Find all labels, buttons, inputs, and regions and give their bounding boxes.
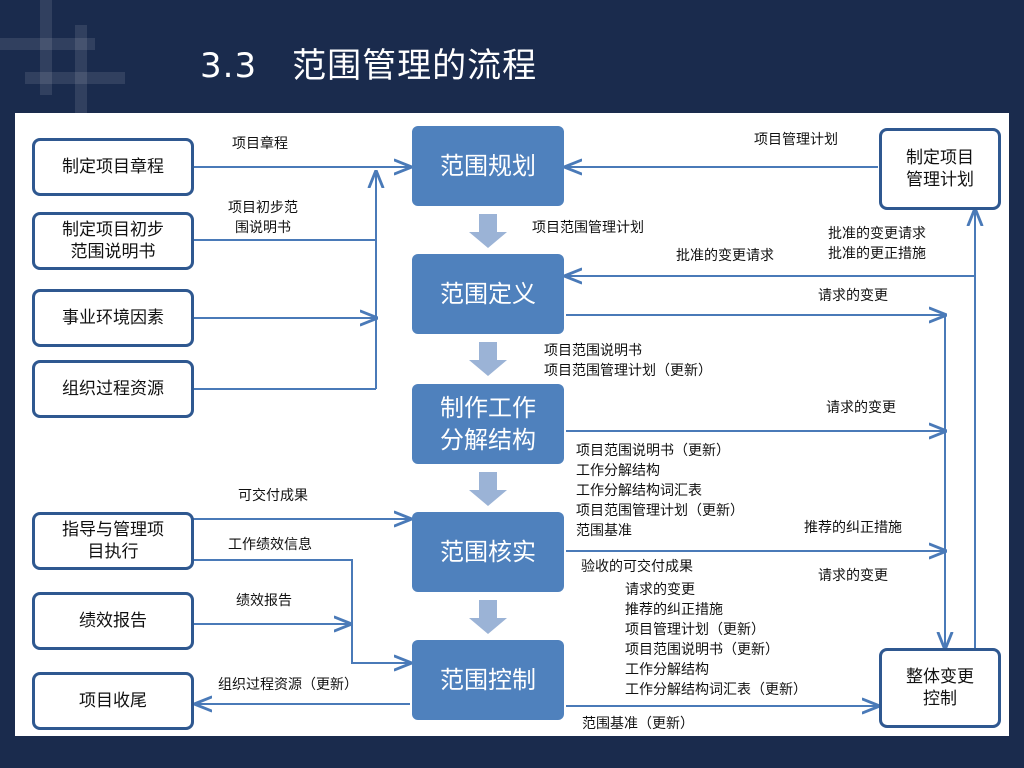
decor-bar bbox=[0, 38, 95, 50]
process-wbs: 制作工作 分解结构 bbox=[412, 384, 564, 464]
label-approved-change-req: 批准的变更请求 bbox=[676, 248, 774, 264]
label-requested-changes-1: 请求的变更 bbox=[818, 288, 888, 304]
label-deliverables: 可交付成果 bbox=[238, 488, 308, 504]
decor-bar bbox=[25, 72, 125, 84]
label-charter: 项目章程 bbox=[232, 136, 288, 152]
label-requested-changes-2: 请求的变更 bbox=[826, 400, 896, 416]
label-control-outputs: 请求的变更 推荐的纠正措施 项目管理计划（更新） 项目范围说明书（更新） 工作分… bbox=[625, 582, 807, 698]
label-org-assets-update: 组织过程资源（更新） bbox=[218, 677, 358, 693]
decor-bar bbox=[75, 25, 87, 115]
box-closeout: 项目收尾 bbox=[32, 672, 194, 730]
label-baseline-update: 范围基准（更新） bbox=[582, 716, 694, 732]
label-wbs-outputs: 项目范围说明书（更新） 工作分解结构 工作分解结构词汇表 项目范围管理计划（更新… bbox=[576, 443, 744, 539]
label-pm-plan: 项目管理计划 bbox=[754, 132, 838, 148]
box-direct-manage: 指导与管理项 目执行 bbox=[32, 512, 194, 570]
label-scope-mgmt-plan: 项目范围管理计划 bbox=[532, 220, 644, 236]
box-pm-plan: 制定项目 管理计划 bbox=[879, 128, 1001, 210]
arrow-work-perf-info bbox=[193, 559, 410, 663]
box-perf-report: 绩效报告 bbox=[32, 592, 194, 650]
label-requested-changes-3: 请求的变更 bbox=[818, 568, 888, 584]
process-definition: 范围定义 bbox=[412, 254, 564, 334]
process-verification: 范围核实 bbox=[412, 512, 564, 592]
box-charter: 制定项目章程 bbox=[32, 138, 194, 196]
process-planning: 范围规划 bbox=[412, 126, 564, 206]
down-arrow-1 bbox=[469, 214, 507, 248]
label-scope-statement-block: 项目范围说明书 项目范围管理计划（更新） bbox=[544, 343, 712, 379]
label-approved-req-fix: 批准的变更请求 批准的更正措施 bbox=[828, 226, 926, 262]
label-work-perf-info: 工作绩效信息 bbox=[228, 537, 312, 553]
box-integrated-change: 整体变更 控制 bbox=[879, 648, 1001, 728]
label-prelim-scope: 项目初步范 围说明书 bbox=[228, 200, 298, 236]
process-control: 范围控制 bbox=[412, 640, 564, 720]
box-prelim-scope: 制定项目初步 范围说明书 bbox=[32, 212, 194, 270]
down-arrow-4 bbox=[469, 600, 507, 634]
label-accepted-deliverables: 验收的可交付成果 bbox=[581, 559, 693, 575]
label-perf-report: 绩效报告 bbox=[236, 593, 292, 609]
box-env-factors: 事业环境因素 bbox=[32, 289, 194, 347]
down-arrow-2 bbox=[469, 342, 507, 376]
box-org-assets: 组织过程资源 bbox=[32, 360, 194, 418]
page-title: 3.3 范围管理的流程 bbox=[200, 46, 538, 86]
down-arrow-3 bbox=[469, 472, 507, 506]
label-recommended-fix: 推荐的纠正措施 bbox=[804, 520, 902, 536]
decor-bar bbox=[40, 0, 52, 95]
